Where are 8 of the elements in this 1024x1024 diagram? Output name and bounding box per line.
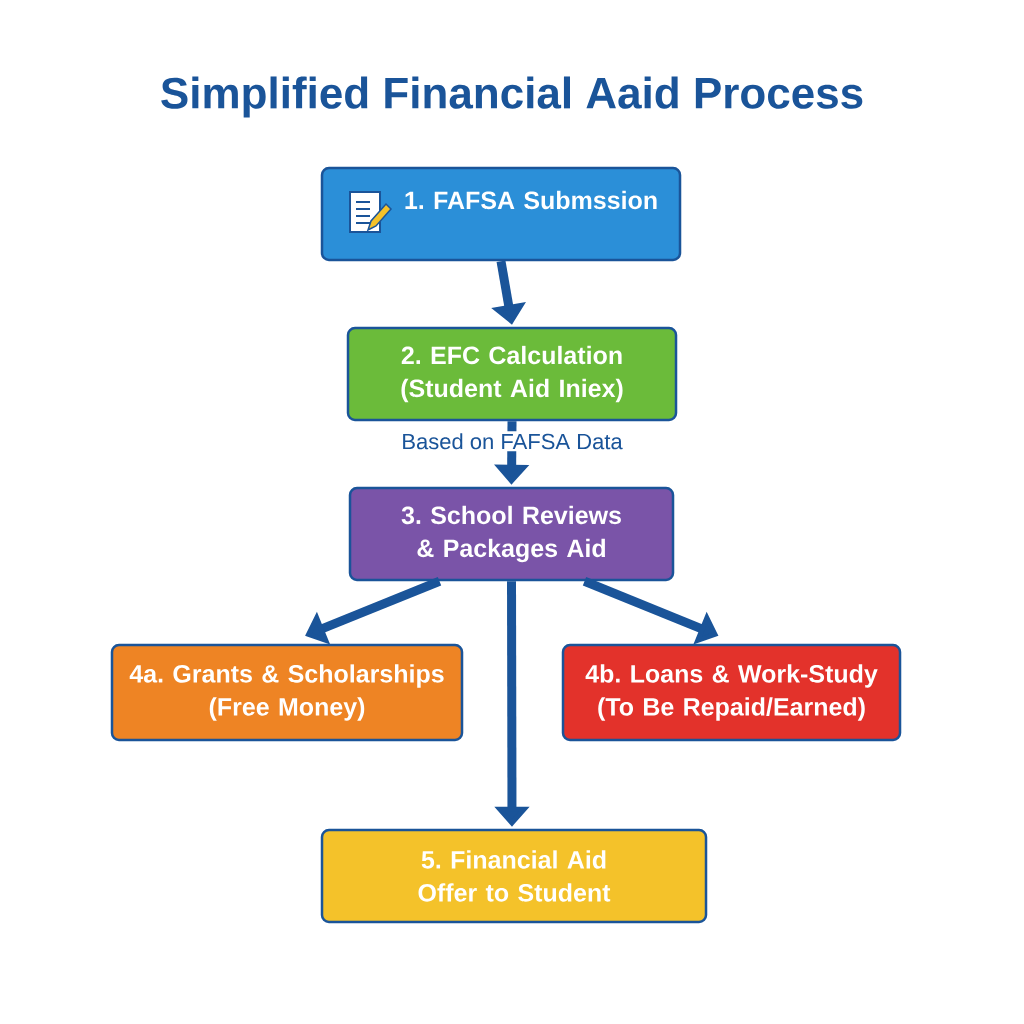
process-box: 3. School Reviews & Packages Aid	[348, 486, 675, 582]
process-box: 4b. Loans & Work-Study (To Be Repaid/Earned)	[561, 643, 902, 742]
process-box: 1. FAFSA Submssion	[320, 166, 682, 262]
process-box: 4a. Grants & Scholarships (Free Money)	[110, 643, 464, 742]
process-box: 2. EFC Calculation (Student Aid Iniex)	[346, 326, 678, 422]
edge-label: Based on FAFSA Data	[403, 433, 623, 450]
process-box: 5. Financial Aid Offer to Student	[320, 828, 708, 924]
title: Simplified Financial Aaid Process	[161, 76, 863, 118]
